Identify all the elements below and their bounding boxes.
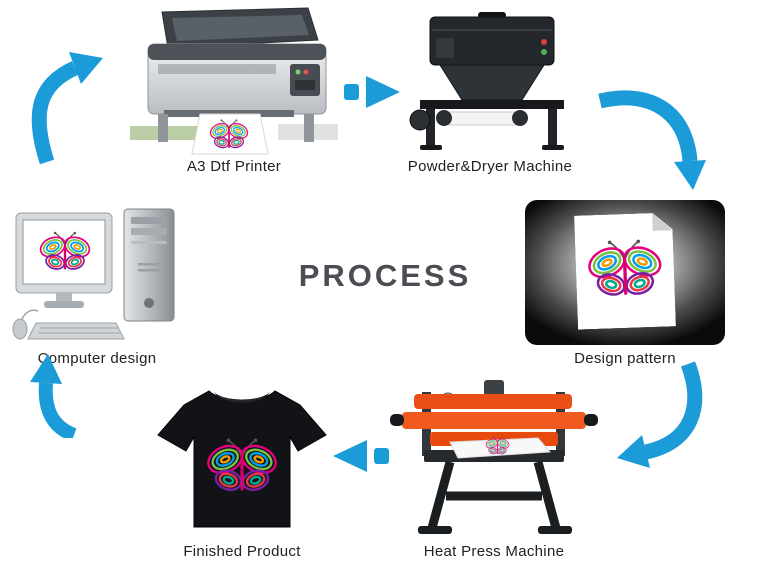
arrow-printer-to-powder <box>344 76 400 108</box>
a3-dtf-printer-image <box>130 7 338 155</box>
label-computer-design: Computer design <box>37 350 157 367</box>
computer-design-image <box>12 208 175 340</box>
arrow-design-to-heatpress <box>617 361 703 468</box>
page-title: PROCESS <box>298 258 472 293</box>
design-pattern-image <box>525 200 725 345</box>
powder-dryer-machine-image <box>409 12 564 150</box>
arrow-finished-to-computer <box>30 354 77 438</box>
arrow-heatpress-to-finished <box>333 440 389 472</box>
arrow-powder-to-design <box>598 90 706 190</box>
label-powder-dryer-machine: Powder&Dryer Machine <box>407 158 573 175</box>
finished-product-image <box>157 390 327 528</box>
butterfly-icon <box>581 225 668 312</box>
label-heat-press-machine: Heat Press Machine <box>423 543 565 560</box>
label-finished-product: Finished Product <box>183 543 301 560</box>
heat-press-machine-image <box>390 380 598 534</box>
label-design-pattern: Design pattern <box>574 350 676 367</box>
film-sheet <box>574 212 676 329</box>
arrow-computer-to-printer <box>31 52 103 165</box>
label-a3-dtf-printer: A3 Dtf Printer <box>186 158 282 175</box>
